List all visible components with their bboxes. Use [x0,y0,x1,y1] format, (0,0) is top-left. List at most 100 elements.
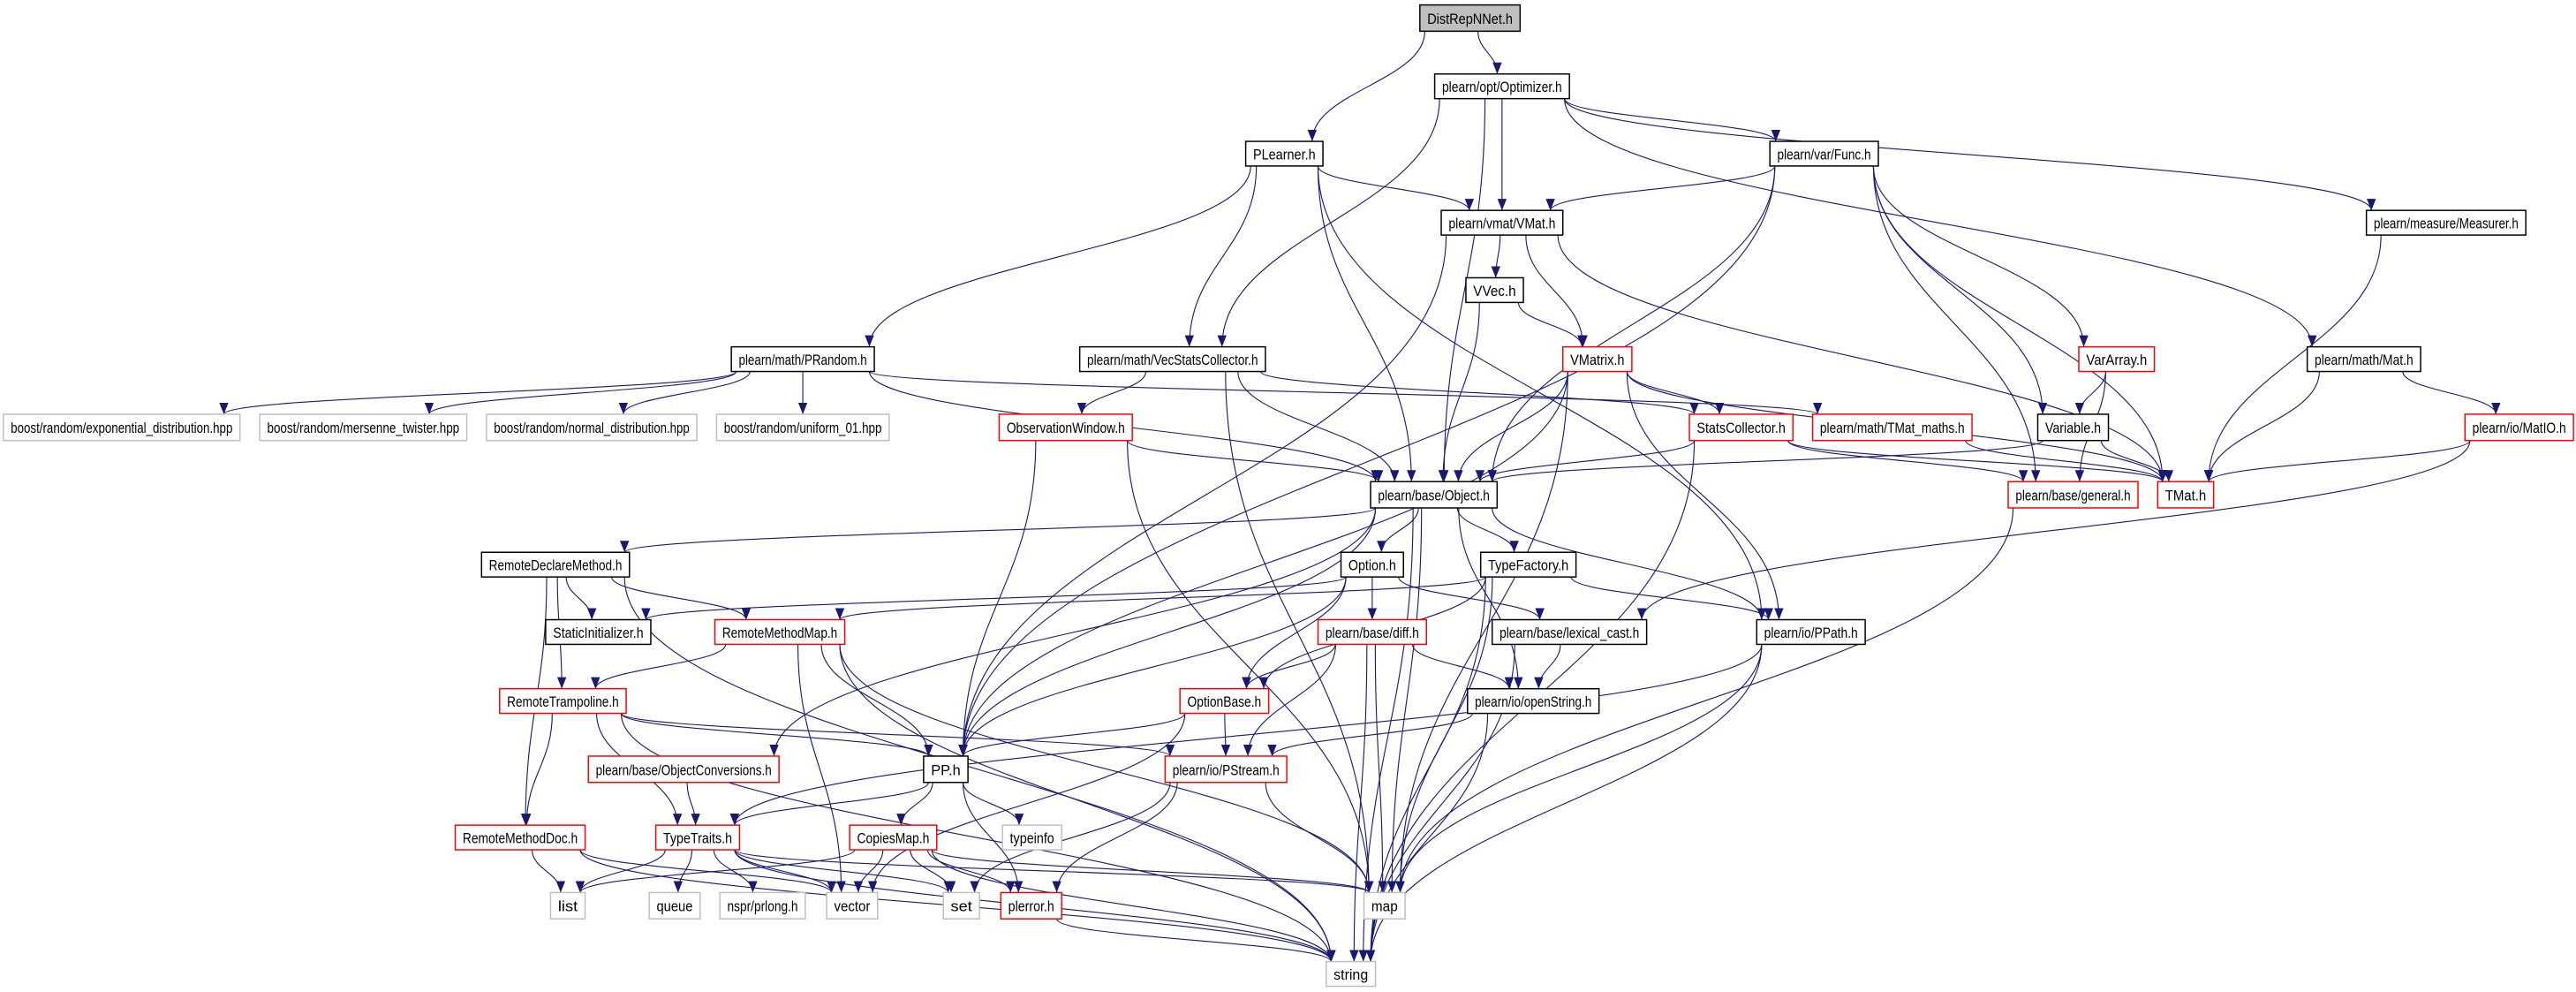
node-variable[interactable]: Variable.h [2036,413,2110,442]
node-dist[interactable]: DistRepNNet.h [1419,4,1522,33]
edge-typetraits-to-map [734,849,1373,893]
node-typetraits[interactable]: TypeTraits.h [654,824,741,851]
node-rmm[interactable]: RemoteMethodMap.h [714,618,846,646]
node-label: boost/random/normal_distribution.hpp [494,420,689,436]
node-rdm[interactable]: RemoteDeclareMethod.h [480,551,631,578]
node-label: plearn/io/PPath.h [1764,625,1858,641]
node-matio[interactable]: plearn/io/MatIO.h [2464,413,2574,442]
node-string: string [1326,960,1377,988]
node-optionbase[interactable]: OptionBase.h [1179,687,1270,715]
node-typefactory[interactable]: TypeFactory.h [1479,551,1577,578]
edge-rmm-to-string [839,644,1336,962]
edge-vmatrix-to-ppath [1626,371,1784,620]
node-label: Variable.h [2045,420,2101,436]
node-box [1491,618,1648,646]
node-lexcast[interactable]: plearn/base/lexical_cast.h [1491,618,1648,646]
edge-copiesmap-to-vector [853,850,884,893]
edge-rmm-to-pp [820,644,933,756]
node-label: TypeFactory.h [1488,557,1568,574]
node-label: plearn/base/ObjectConversions.h [596,761,772,778]
node-plerror[interactable]: plerror.h [1000,891,1062,920]
edge-typetraits-to-nspr [713,849,758,893]
node-prandom[interactable]: plearn/math/PRandom.h [730,345,875,373]
node-plearner[interactable]: PLearner.h [1244,140,1324,167]
edge-typetraits-to-vector [734,849,836,893]
node-box [1756,618,1866,646]
node-label: vector [834,898,870,915]
node-vmatrix[interactable]: VMatrix.h [1561,345,1633,373]
node-stats[interactable]: StatsCollector.h [1688,413,1794,442]
node-box [1326,960,1377,988]
edge-typefactory-to-ppath [1570,576,1773,620]
node-label: queue [656,898,692,915]
edge-copiesmap-to-string [931,850,1336,962]
edge-ppath-to-map [1395,644,1763,893]
edge-option-to-lexcast [1398,576,1545,620]
node-objconv[interactable]: plearn/base/ObjectConversions.h [587,755,780,784]
node-label: map [1371,898,1398,915]
edge-func-to-general [1872,165,2041,482]
edge-obswin-to-object [1127,440,1384,482]
edge-object-to-map [1386,507,1423,893]
node-box [1317,618,1428,646]
node-pstream[interactable]: plearn/io/PStream.h [1164,755,1288,784]
node-box [549,891,586,920]
edge-diff-to-map [1374,644,1387,893]
edge-plearner-to-prandom [865,165,1251,347]
edge-rdm-to-string [623,577,1336,962]
node-nspr: nspr/prlong.h [719,891,806,920]
node-bnorm: boost/random/normal_distribution.hpp [486,413,698,442]
node-label: plearn/math/TMat_maths.h [1820,420,1965,436]
node-label: plearn/math/Mat.h [2315,352,2414,368]
node-vararray[interactable]: VarArray.h [2078,345,2156,373]
node-tmat[interactable]: TMat.h [2157,481,2215,509]
node-rtramp[interactable]: RemoteTrampoline.h [499,687,627,715]
node-general[interactable]: plearn/base/general.h [2007,481,2139,509]
node-pp[interactable]: PP.h [923,755,969,784]
node-vvec[interactable]: VVec.h [1465,276,1524,304]
edge-general-to-map [1395,507,2014,893]
node-box [1370,481,1499,509]
node-diff[interactable]: plearn/base/diff.h [1317,618,1428,646]
edge-vmat-to-vvec [1491,235,1501,278]
node-box [719,891,806,920]
edge-func-to-pp [958,165,1776,756]
node-func[interactable]: plearn/var/Func.h [1769,140,1879,167]
node-vmat[interactable]: plearn/vmat/VMat.h [1440,209,1564,236]
node-obswin[interactable]: ObservationWindow.h [998,413,1133,442]
edge-plearner-to-object [1317,165,1416,482]
node-label: StatsCollector.h [1696,420,1785,436]
node-opt[interactable]: plearn/opt/Optimizer.h [1433,72,1570,100]
node-label: typeinfo [1010,830,1054,847]
node-ppath[interactable]: plearn/io/PPath.h [1756,618,1866,646]
node-vecstats[interactable]: plearn/math/VecStatsCollector.h [1078,345,1266,373]
node-box [1340,551,1404,578]
node-box [480,551,631,578]
edge-plearner-to-vmat [1317,165,1474,211]
edge-option-to-optionbase [1242,577,1347,689]
edge-openstring-to-pstream [1267,713,1473,757]
node-mat[interactable]: plearn/math/Mat.h [2306,345,2421,373]
node-option[interactable]: Option.h [1340,551,1404,578]
edge-option-to-pp [958,577,1347,756]
node-label: TMat.h [2165,488,2207,504]
edge-vmat-to-vmatrix [1525,235,1588,347]
node-object[interactable]: plearn/base/Object.h [1370,481,1499,509]
node-measurer[interactable]: plearn/measure/Measurer.h [2365,209,2527,236]
edge-rmm-to-vector [797,644,846,893]
node-openstring[interactable]: plearn/io/openString.h [1467,687,1600,715]
node-copiesmap[interactable]: CopiesMap.h [849,824,938,851]
node-box [2157,481,2215,509]
edge-obswin-to-map [1127,440,1374,893]
edge-typetraits-to-queue [673,850,693,893]
node-tmatmaths[interactable]: plearn/math/TMat_maths.h [1811,413,1973,442]
node-rmdoc[interactable]: RemoteMethodDoc.h [454,824,586,851]
edge-rtramp-to-pp [620,713,933,757]
edge-variable-to-tmat [2100,440,2174,482]
node-staticinit[interactable]: StaticInitializer.h [545,618,652,646]
edge-func-to-vmat [1545,165,1776,211]
node-label: plearn/opt/Optimizer.h [1442,79,1562,95]
node-box [2036,413,2110,442]
edge-vecstats-to-stats [1259,371,1699,415]
edge-prandom-to-bexp [219,371,737,415]
